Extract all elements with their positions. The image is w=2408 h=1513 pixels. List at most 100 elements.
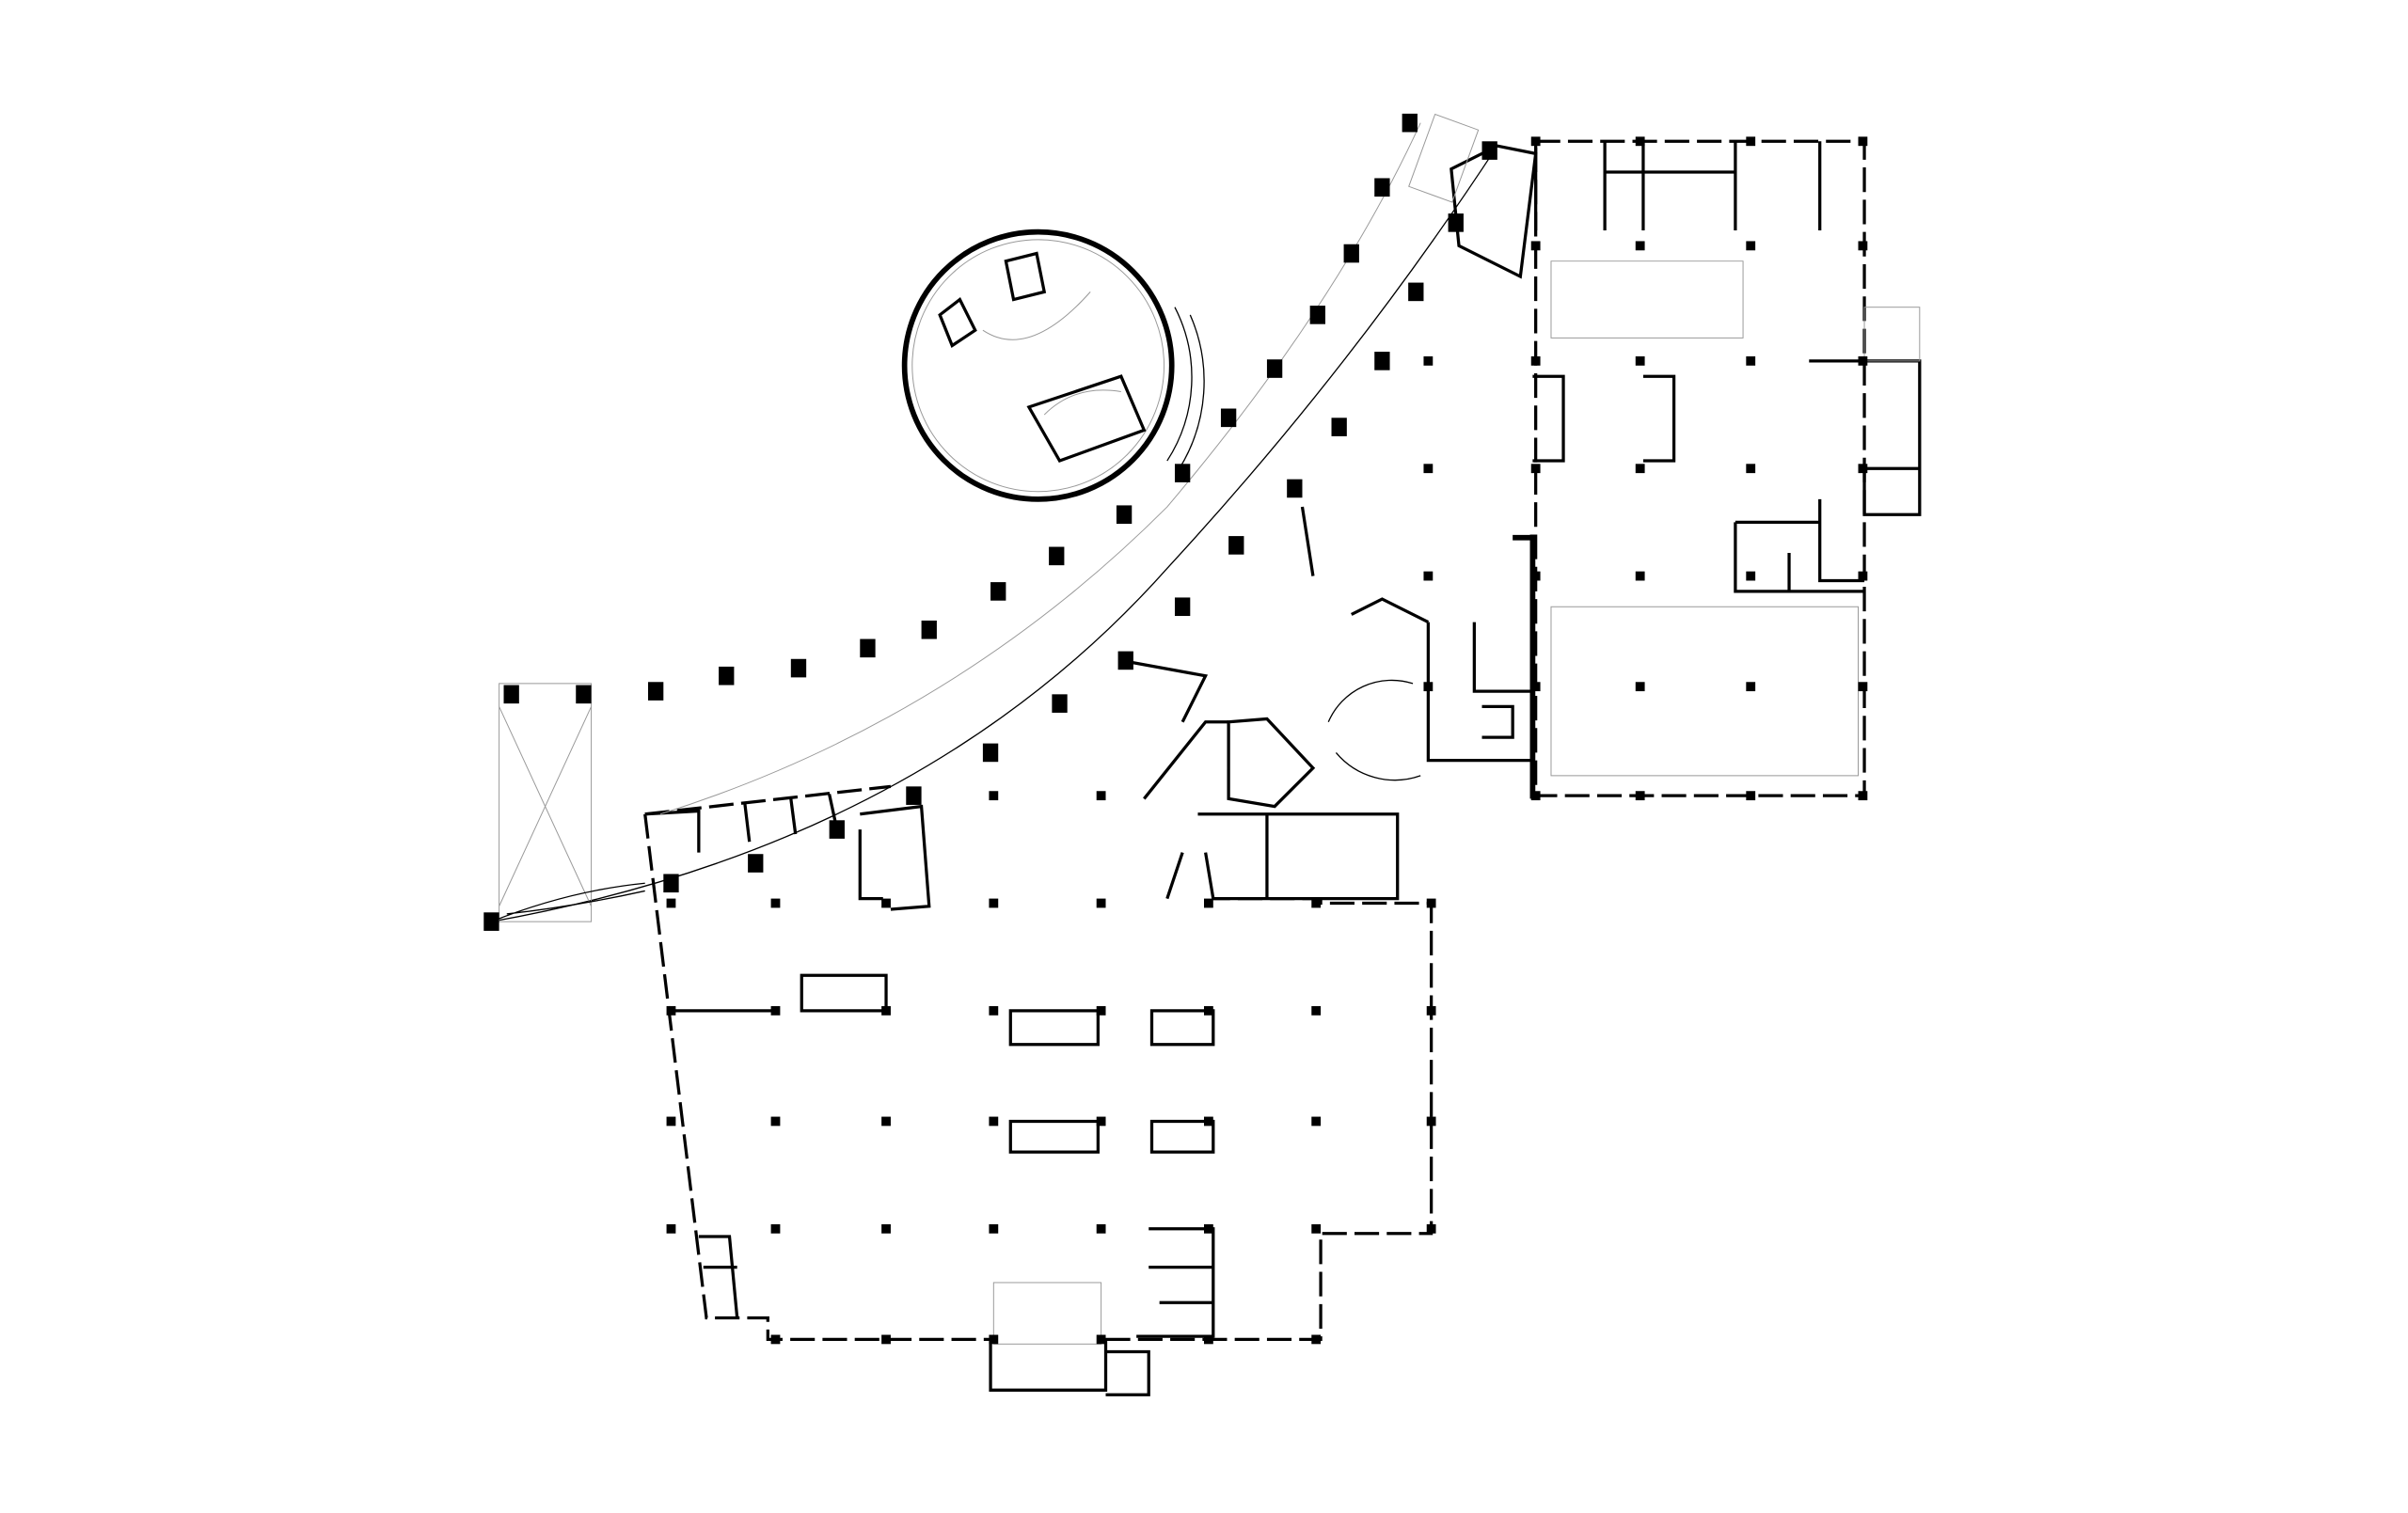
column — [1204, 898, 1213, 908]
pier — [576, 685, 592, 704]
column — [1530, 241, 1541, 251]
pier — [829, 820, 845, 839]
column — [1635, 136, 1645, 147]
pier — [1374, 352, 1390, 370]
pier — [1374, 178, 1390, 197]
pier — [1116, 505, 1133, 525]
column — [1530, 571, 1541, 581]
column — [1204, 1223, 1213, 1234]
column — [1530, 136, 1541, 147]
column — [1746, 682, 1756, 692]
column — [1858, 355, 1868, 366]
column — [1096, 791, 1106, 801]
column — [989, 1116, 999, 1127]
column — [1530, 464, 1541, 474]
south-wing — [643, 784, 1434, 1396]
column — [770, 1005, 781, 1016]
column — [989, 1005, 999, 1016]
column — [1423, 464, 1434, 474]
north-east-wing — [1426, 139, 1922, 799]
column — [1858, 571, 1868, 581]
column — [1311, 1334, 1322, 1345]
column — [770, 898, 781, 908]
column — [1423, 682, 1434, 692]
column — [1858, 682, 1868, 692]
pier — [483, 912, 499, 931]
column — [1204, 1334, 1213, 1345]
pier — [1448, 213, 1464, 232]
column — [1530, 791, 1541, 801]
pier — [503, 685, 519, 704]
column — [1746, 571, 1756, 581]
pier — [1287, 479, 1303, 498]
column — [1204, 1005, 1213, 1016]
column — [1426, 898, 1436, 908]
column — [1311, 1223, 1322, 1234]
column — [1635, 571, 1645, 581]
pier — [906, 786, 922, 805]
pier — [1174, 464, 1191, 482]
pier — [1220, 408, 1237, 428]
pier — [982, 743, 999, 763]
column — [770, 1223, 781, 1234]
rotunda — [901, 229, 1205, 502]
pier — [1481, 141, 1497, 160]
column — [881, 1116, 891, 1127]
column — [989, 1223, 999, 1234]
column — [770, 1334, 781, 1345]
column — [1635, 791, 1645, 801]
column — [1311, 1005, 1322, 1016]
pier — [1049, 546, 1065, 566]
column — [989, 791, 999, 801]
column — [1096, 898, 1106, 908]
column — [881, 1334, 891, 1345]
column — [666, 1116, 676, 1127]
pier — [719, 666, 735, 686]
column — [1423, 571, 1434, 581]
column — [1530, 355, 1541, 366]
column — [1858, 136, 1868, 147]
column — [1858, 791, 1868, 801]
pier — [921, 620, 937, 639]
column — [666, 898, 676, 908]
column — [881, 898, 891, 908]
column — [1426, 1116, 1436, 1127]
pier — [990, 582, 1006, 601]
pier — [647, 682, 664, 701]
column — [1530, 682, 1541, 692]
column — [881, 1223, 891, 1234]
column — [666, 1223, 676, 1234]
column — [1746, 791, 1756, 801]
column — [1096, 1116, 1106, 1127]
pier — [860, 638, 876, 658]
curved-arcade — [491, 113, 1538, 922]
column — [989, 1334, 999, 1345]
column — [1204, 1116, 1213, 1127]
pier — [1228, 536, 1244, 555]
column — [1426, 1005, 1436, 1016]
pier — [1331, 418, 1347, 436]
column — [1096, 1005, 1106, 1016]
pier — [748, 854, 764, 873]
pier — [1402, 113, 1418, 133]
column — [1746, 241, 1756, 251]
pier — [1266, 359, 1283, 378]
pier — [1117, 651, 1133, 670]
column — [1858, 464, 1868, 474]
column — [770, 1116, 781, 1127]
column — [1635, 241, 1645, 251]
column — [1096, 1223, 1106, 1234]
column — [1746, 355, 1756, 366]
column — [1746, 464, 1756, 474]
column — [1635, 355, 1645, 366]
arcade-piers — [483, 113, 1497, 931]
pier — [1052, 694, 1068, 713]
structural-columns — [666, 136, 1868, 1345]
pier — [1343, 244, 1359, 263]
pier — [663, 874, 679, 893]
pier — [1309, 306, 1325, 324]
column — [1858, 241, 1868, 251]
column — [989, 898, 999, 908]
column — [666, 1005, 676, 1016]
